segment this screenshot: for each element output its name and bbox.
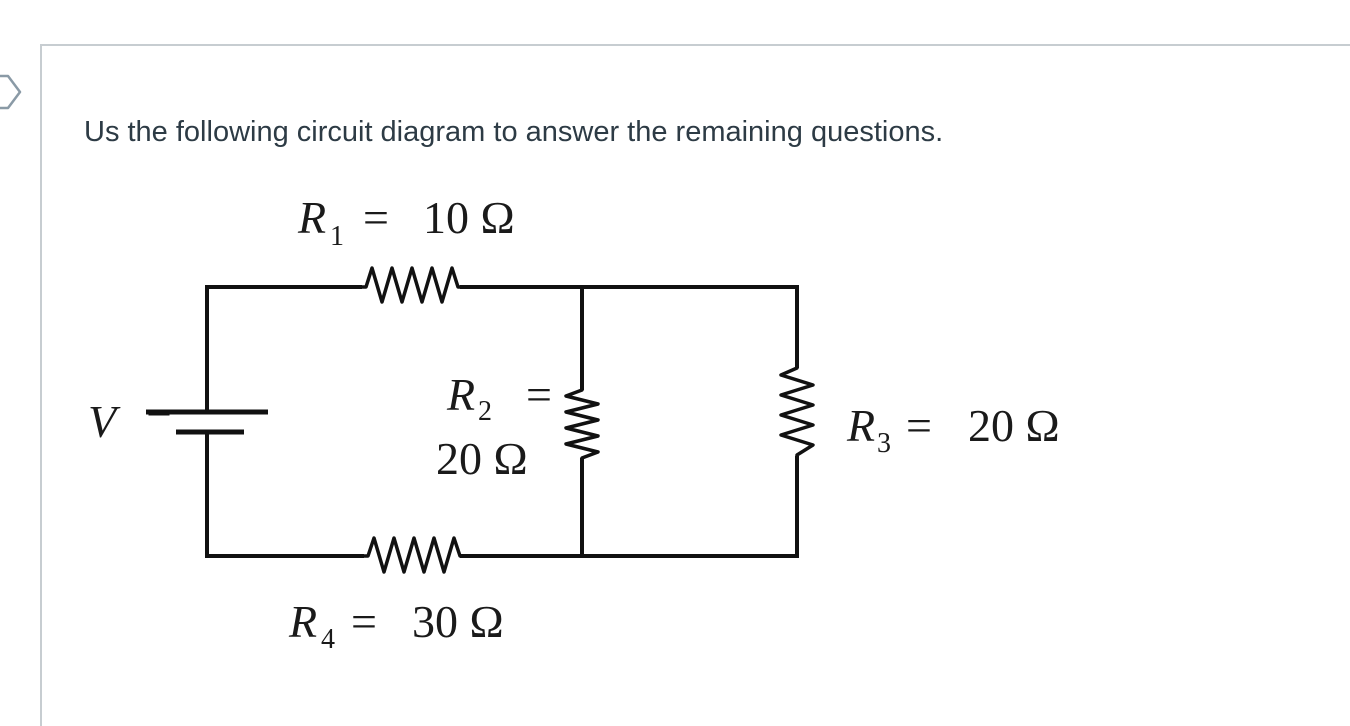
r3-subscript: 3 (877, 428, 891, 459)
r2-equals: = (526, 369, 552, 420)
battery-label: V (88, 396, 121, 447)
resistor-r1-symbol (358, 266, 464, 304)
resistor-r2-label: R 2 = 20 Ω (436, 369, 552, 484)
resistor-r1-label: R 1 = 10 Ω (297, 192, 515, 252)
r1-equals: = (363, 192, 389, 243)
r3-value: 20 Ω (968, 400, 1060, 451)
r4-subscript: 4 (321, 624, 335, 655)
chevron-right-icon[interactable] (0, 0, 40, 726)
circuit-wires (148, 285, 799, 558)
r3-symbol: R (846, 400, 875, 451)
question-panel: Us the following circuit diagram to answ… (40, 44, 1350, 726)
resistor-r4-symbol (360, 536, 464, 574)
r2-value: 20 Ω (436, 433, 528, 484)
resistor-r3-label: R 3 = 20 Ω (846, 400, 1060, 459)
resistor-r3-symbol (779, 364, 815, 460)
r1-symbol: R (297, 192, 326, 243)
resistor-r4-label: R 4 = 30 Ω (288, 596, 504, 655)
r2-subscript: 2 (478, 396, 492, 427)
r3-equals: = (906, 400, 932, 451)
r1-value: 10 Ω (423, 192, 515, 243)
r4-symbol: R (288, 596, 317, 647)
r1-subscript: 1 (330, 221, 344, 252)
question-text: Us the following circuit diagram to answ… (84, 116, 944, 148)
resistor-r2-symbol (564, 386, 600, 462)
r4-equals: = (351, 596, 377, 647)
r2-symbol: R (446, 369, 475, 420)
r4-value: 30 Ω (412, 596, 504, 647)
battery-symbol (146, 409, 268, 435)
